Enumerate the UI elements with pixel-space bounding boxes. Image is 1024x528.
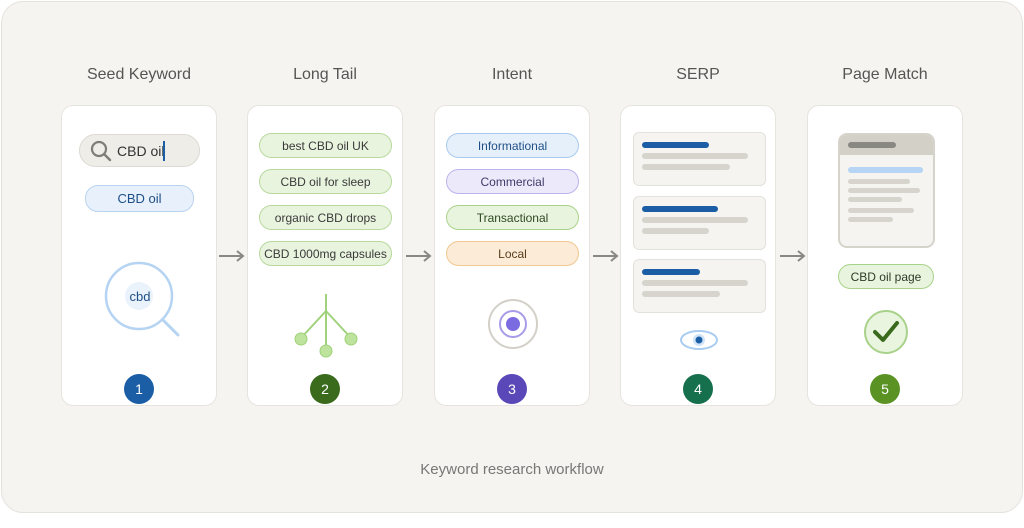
serp-result[interactable] (633, 196, 766, 250)
step-card-intent: Informational Commercial Transactional L… (434, 105, 590, 406)
keyword-chip[interactable]: CBD oil (85, 185, 194, 212)
long-tail-keyword[interactable]: CBD oil for sleep (259, 169, 392, 194)
arrow-right-icon (406, 250, 432, 262)
intent-commercial[interactable]: Commercial (446, 169, 579, 194)
branch-icon (294, 294, 358, 358)
step-number-badge: 2 (310, 374, 340, 404)
intent-informational[interactable]: Informational (446, 133, 579, 158)
step-number-badge: 5 (870, 374, 900, 404)
arrow-right-icon (593, 250, 619, 262)
search-input-value[interactable]: CBD oil (117, 143, 165, 159)
step-card-page-match: CBD oil page 5 (807, 105, 963, 406)
step-card-seed-keyword: CBD oil CBD oil cbd 1 (61, 105, 217, 406)
diagram-caption: Keyword research workflow (420, 461, 604, 478)
eye-icon (680, 330, 718, 350)
search-icon (90, 140, 112, 162)
step-title-page-match: Page Match (842, 66, 928, 83)
step-title-intent: Intent (491, 66, 533, 83)
search-box[interactable]: CBD oil (79, 134, 200, 167)
check-icon (864, 310, 908, 354)
step-number-badge: 3 (497, 374, 527, 404)
arrow-right-icon (780, 250, 806, 262)
step-card-serp: 4 (620, 105, 776, 406)
target-icon (488, 299, 538, 349)
step-title-serp: SERP (676, 66, 720, 83)
document-icon (838, 133, 935, 248)
long-tail-keyword[interactable]: CBD 1000mg capsules (259, 241, 392, 266)
serp-result[interactable] (633, 132, 766, 186)
step-number-badge: 4 (683, 374, 713, 404)
intent-transactional[interactable]: Transactional (446, 205, 579, 230)
step-number-badge: 1 (124, 374, 154, 404)
long-tail-keyword[interactable]: best CBD oil UK (259, 133, 392, 158)
step-title-long-tail: Long Tail (293, 66, 357, 83)
step-title-seed-keyword: Seed Keyword (86, 66, 192, 83)
intent-local[interactable]: Local (446, 241, 579, 266)
text-cursor (163, 141, 165, 161)
lens-text: cbd (129, 289, 151, 304)
page-match-chip[interactable]: CBD oil page (838, 264, 934, 289)
serp-result[interactable] (633, 259, 766, 313)
magnifier-icon (104, 261, 180, 337)
step-card-long-tail: best CBD oil UK CBD oil for sleep organi… (247, 105, 403, 406)
arrow-right-icon (219, 250, 245, 262)
long-tail-keyword[interactable]: organic CBD drops (259, 205, 392, 230)
